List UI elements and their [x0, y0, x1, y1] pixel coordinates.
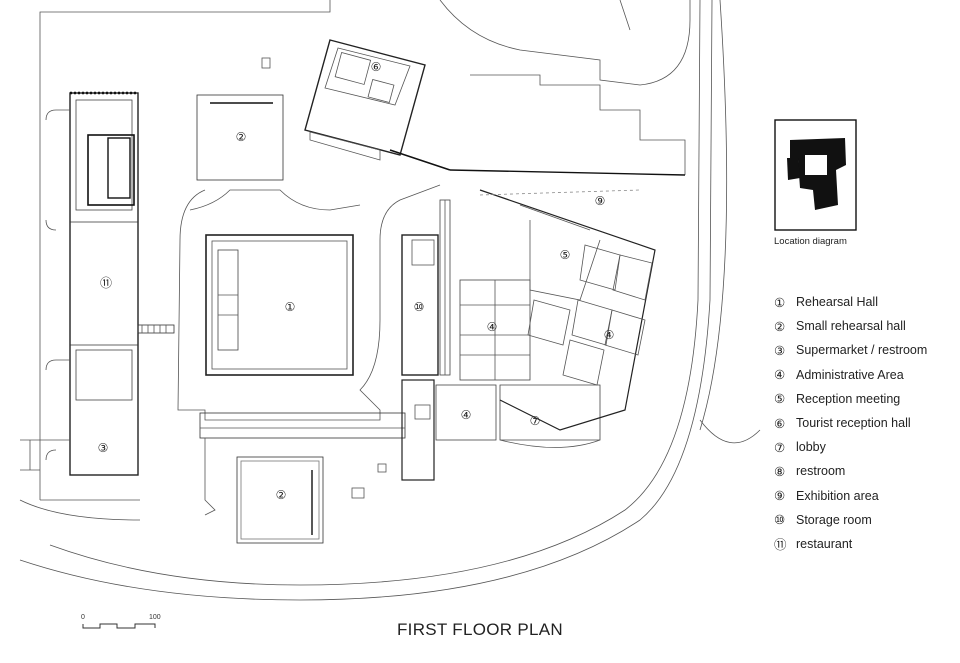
site-road [19, 499, 141, 521]
legend-number: ④ [774, 368, 786, 383]
drawing-title: FIRST FLOOR PLAN [396, 620, 564, 639]
legend-label: Reception meeting [796, 391, 901, 406]
small-hall-top [196, 94, 284, 181]
east-boundary [619, 0, 761, 444]
legend-item: ⑦ lobby [774, 435, 954, 459]
legend-number: ⑩ [774, 513, 786, 528]
legend-label: restroom [796, 464, 846, 479]
legend-label: lobby [796, 440, 826, 455]
legend-item: ③ Supermarket / restroom [774, 338, 954, 362]
legend-number: ⑧ [774, 464, 786, 479]
admin-area-bottom [435, 384, 497, 441]
label-admin-3: ④ [461, 408, 472, 422]
legend-item: ⑨ Exhibition area [774, 484, 954, 508]
legend-number: ⑦ [774, 440, 786, 455]
label-admin-2: ④ [604, 328, 615, 342]
label-exhibition: ⑨ [595, 194, 606, 208]
legend-item: ⑩ Storage room [774, 508, 954, 532]
restroom-block [87, 134, 135, 206]
site-boundary-inner [49, 0, 701, 586]
tourist-hall [304, 39, 426, 156]
label-reception: ⑤ [560, 248, 571, 262]
reception-wing [479, 189, 656, 431]
right-path [699, 0, 728, 431]
site-road-2 [39, 0, 331, 60]
legend-label: Supermarket / restroom [796, 343, 928, 358]
legend-item: ⑪ restaurant [774, 532, 954, 556]
small-hall-bottom [236, 456, 324, 544]
hill-contour [470, 74, 686, 175]
legend: ① Rehearsal Hall ② Small rehearsal hall ③ Sup… [774, 290, 954, 556]
label-small-hall-bottom: ② [276, 488, 287, 502]
legend-number: ② [774, 319, 786, 334]
rehearsal-hall [205, 234, 354, 376]
label-rehearsal-hall: ① [285, 300, 296, 314]
legend-item: ⑤ Reception meeting [774, 387, 954, 411]
site-edge [39, 60, 140, 501]
storage-block [401, 234, 439, 376]
location-diagram-caption: Location diagram [774, 236, 847, 247]
legend-number: ⑥ [774, 416, 786, 431]
legend-item: ⑧ restroom [774, 459, 954, 483]
label-storage: ⑩ [414, 300, 425, 314]
location-diagram [774, 119, 857, 231]
scale-bar [82, 623, 156, 629]
legend-number: ⑨ [774, 489, 786, 504]
lobby [499, 384, 601, 441]
legend-item: ② Small rehearsal hall [774, 314, 954, 338]
scale-end: 100 [149, 614, 161, 621]
legend-label: Tourist reception hall [796, 416, 911, 431]
north-edge [439, 0, 691, 86]
legend-number: ⑤ [774, 392, 786, 407]
site-boundary [19, 0, 713, 601]
label-supermarket: ③ [98, 441, 109, 455]
label-small-hall-top: ② [236, 130, 247, 144]
legend-item: ④ Administrative Area [774, 363, 954, 387]
legend-label: Administrative Area [796, 367, 904, 382]
label-lobby: ⑦ [530, 414, 541, 428]
legend-number: ① [774, 295, 786, 310]
south-corridor [199, 412, 406, 439]
legend-number: ⑪ [774, 538, 787, 553]
label-admin-1: ④ [487, 320, 498, 334]
legend-label: Small rehearsal hall [796, 319, 906, 334]
legend-label: restaurant [796, 536, 853, 551]
legend-label: Rehearsal Hall [796, 295, 878, 310]
legend-item: ① Rehearsal Hall [774, 290, 954, 314]
label-restaurant: ⑪ [100, 276, 112, 290]
legend-label: Storage room [796, 512, 872, 527]
hall-enclosure [177, 184, 441, 421]
label-tourist: ⑥ [371, 60, 382, 74]
legend-number: ③ [774, 343, 786, 358]
legend-label: Exhibition area [796, 488, 879, 503]
scale-start: 0 [81, 614, 85, 621]
legend-item: ⑥ Tourist reception hall [774, 411, 954, 435]
